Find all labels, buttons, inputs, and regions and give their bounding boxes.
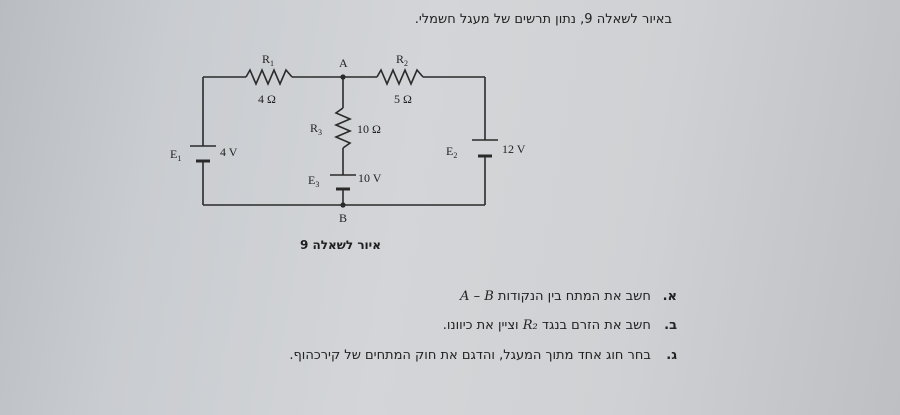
question-item-a: א. חשב את המתח בין הנקודות A – B: [460, 289, 677, 304]
question-formula: R₂: [522, 318, 538, 333]
question-letter: ג.: [666, 348, 677, 363]
resistor-r3: [333, 107, 353, 149]
question-intro: באיור לשאלה 9, נתון תרשים של מעגל חשמלי.: [414, 12, 672, 27]
question-text-after: וציין את כיוונו.: [442, 318, 519, 333]
question-text: בחר חוג אחד מתוך המעגל, והדגם את חוק המת…: [289, 348, 651, 363]
r3-value: 10 Ω: [357, 122, 381, 136]
r3-label: R3: [310, 121, 322, 137]
figure-caption: איור לשאלה 9: [300, 238, 381, 252]
node-a-dot: [340, 74, 346, 80]
circuit-diagram: A B R1 4 Ω R2 5 Ω R3 10 Ω E1 4 V E2 12 V…: [170, 52, 526, 225]
node-b-label: B: [339, 211, 347, 225]
e1-value: 4 V: [220, 145, 238, 159]
resistor-r2: [376, 67, 424, 87]
e2-label: E2: [446, 144, 457, 160]
question-formula: A – B: [460, 289, 494, 304]
r1-label: R1: [262, 52, 274, 68]
r2-value: 5 Ω: [394, 92, 412, 106]
node-a-label: A: [339, 56, 348, 70]
resistor-r1: [245, 67, 293, 87]
question-text: חשב את המתח בין הנקודות: [497, 289, 651, 304]
question-letter: א.: [662, 289, 677, 304]
question-item-b: ב. חשב את הזרם בנגד R₂ וציין את כיוונו.: [443, 318, 677, 333]
r1-value: 4 Ω: [258, 92, 276, 106]
question-text: חשב את הזרם בנגד: [541, 318, 651, 333]
e2-value: 12 V: [502, 142, 526, 156]
question-item-c: ג. בחר חוג אחד מתוך המעגל, והדגם את חוק …: [289, 348, 677, 363]
e3-value: 10 V: [358, 171, 382, 185]
r2-label: R2: [396, 52, 408, 68]
node-b-dot: [340, 202, 346, 208]
e3-label: E3: [308, 173, 319, 189]
question-letter: ב.: [664, 318, 677, 333]
e1-label: E1: [170, 147, 181, 163]
